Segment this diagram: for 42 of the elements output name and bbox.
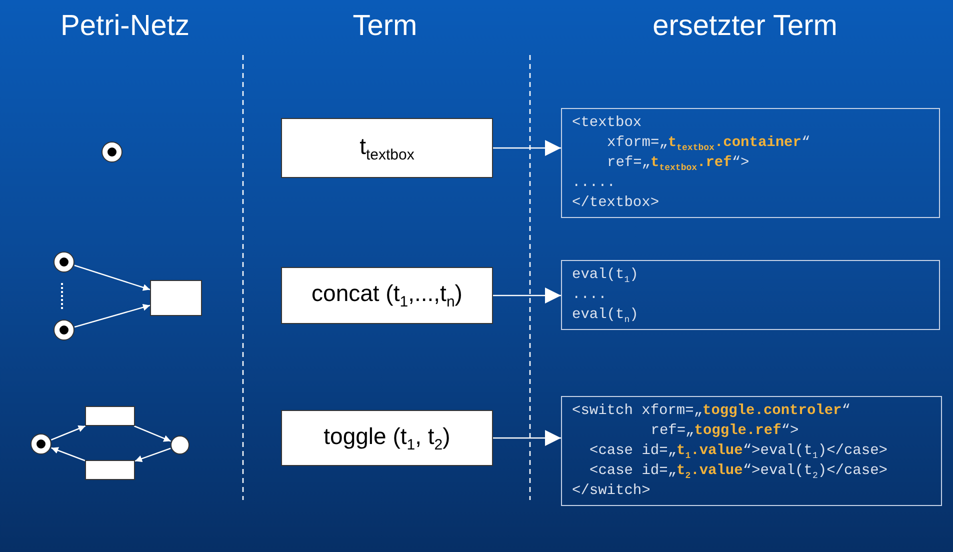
code-line: ref=„t$_{textbox}$.ref“>: [607, 154, 750, 173]
marked-place-circle: [53, 251, 75, 273]
column-heading: ersetzter Term: [652, 10, 838, 43]
arrow: [50, 425, 86, 440]
term-text: t$_{textbox}$: [360, 132, 414, 164]
arrow: [493, 430, 561, 446]
term-box: [281, 410, 493, 466]
code-block-box: [561, 396, 942, 506]
column-heading: Petri-Netz: [60, 10, 190, 43]
transition-box: [150, 280, 202, 316]
marked-place-circle: [30, 433, 52, 455]
term-box: [281, 267, 493, 324]
arrow: [493, 140, 561, 156]
code-line: ....: [572, 286, 607, 305]
code-line: <switch xform=„toggle.controler“: [572, 402, 850, 421]
arrow: [51, 447, 86, 462]
marked-place-circle: [101, 141, 123, 163]
code-line: </textbox>: [572, 194, 660, 213]
arrow: [493, 288, 561, 304]
arrow: [134, 448, 171, 462]
code-line: .....: [572, 174, 616, 193]
place-circle: [170, 435, 190, 455]
code-block-box: [561, 108, 940, 218]
transition-box: [85, 460, 135, 480]
code-line: <textbox: [572, 114, 642, 133]
arrow: [74, 264, 150, 291]
arrow: [74, 304, 150, 328]
marked-place-circle: [53, 319, 75, 341]
code-line: eval(t$_{1}$): [572, 266, 638, 285]
code-line: <case id=„t$_{1}$.value“>eval(t$_{1}$)</case>: [590, 442, 888, 461]
code-line: </switch>: [572, 482, 650, 501]
code-line: <case id=„t$_{2}$.value“>eval(t$_{2}$)</case>: [590, 462, 888, 481]
term-box: [281, 118, 493, 178]
code-line: xform=„t$_{textbox}$.container“: [607, 134, 810, 153]
term-text: concat (t$_{1}$,...,t$_{n}$): [312, 280, 462, 311]
column-heading: Term: [352, 10, 418, 43]
arrow: [134, 425, 172, 442]
code-line: ref=„toggle.ref“>: [650, 422, 799, 441]
code-line: eval(t$_{n}$): [572, 306, 638, 325]
transition-box: [85, 406, 135, 426]
code-block-box: [561, 260, 940, 330]
term-text: toggle (t$_{1}$, t$_{2}$): [324, 422, 450, 454]
